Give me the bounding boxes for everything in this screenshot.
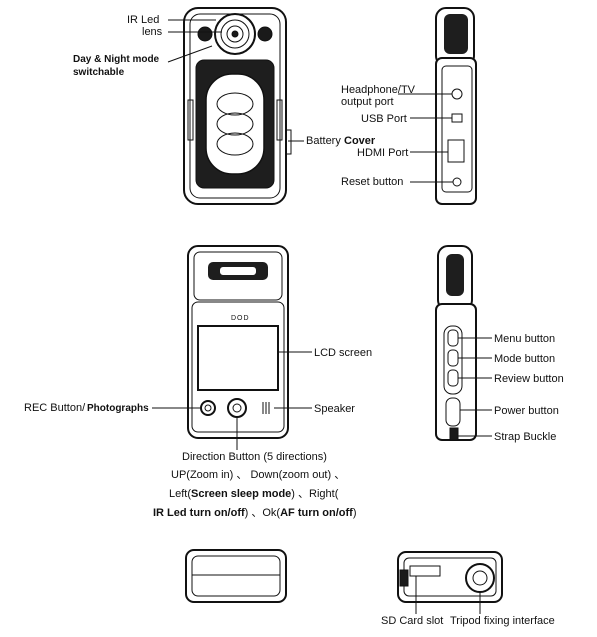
label-menu-button: Menu button xyxy=(494,333,556,345)
side-view-buttons xyxy=(435,245,477,441)
dir-ir-led-text: IR Led turn on/off xyxy=(153,507,245,519)
dir-ok-text: ) 、Ok( xyxy=(244,507,281,519)
dir-af-text: AF turn on/off xyxy=(280,507,353,519)
front-view xyxy=(183,7,292,205)
top-view xyxy=(397,551,503,603)
label-battery: Battery xyxy=(306,135,341,147)
label-speaker: Speaker xyxy=(314,403,355,415)
label-cover: Cover xyxy=(344,135,376,147)
dir-right-text: ) 、Right( xyxy=(291,488,339,500)
dir-close-text: ) xyxy=(352,507,357,519)
bottom-view xyxy=(185,549,287,603)
label-day-night-line1: Day & Night mode xyxy=(73,54,160,65)
label-tripod-interface: Tripod fixing interface xyxy=(450,615,555,627)
label-sd-card-slot: SD Card slot xyxy=(381,615,444,627)
lcd-brand-logo: DOD xyxy=(231,315,250,322)
side-view-ports xyxy=(435,7,477,205)
label-day-night-line2: switchable xyxy=(73,67,125,78)
label-review-button: Review button xyxy=(494,373,564,385)
label-headphone-line2: output port xyxy=(341,96,394,108)
label-power-button: Power button xyxy=(494,405,559,417)
back-view xyxy=(187,245,289,439)
label-usb-port: USB Port xyxy=(361,113,407,125)
label-photographs: Photographs xyxy=(87,403,149,414)
label-lcd-screen: LCD screen xyxy=(314,347,373,359)
label-lens: lens xyxy=(142,26,163,38)
label-direction-line2: Left(Screen sleep mode) 、Right( xyxy=(169,488,338,500)
label-direction-line3: IR Led turn on/off) 、Ok(AF turn on/off) xyxy=(153,507,356,519)
label-headphone-line1: Headphone/TV xyxy=(341,84,415,96)
dir-screen-sleep-text: Screen sleep mode xyxy=(191,488,292,500)
label-ir-led: IR Led xyxy=(127,14,160,26)
label-rec-button: REC Button/ xyxy=(24,402,86,414)
label-direction-line1: UP(Zoom in) 、 Down(zoom out) 、 xyxy=(171,469,346,481)
label-mode-button: Mode button xyxy=(494,353,556,365)
dir-left-text: Left( xyxy=(169,488,192,500)
label-direction-title: Direction Button (5 directions) xyxy=(182,451,327,463)
label-reset-button: Reset button xyxy=(341,176,404,188)
label-hdmi-port: HDMI Port xyxy=(357,147,409,159)
label-strap-buckle: Strap Buckle xyxy=(494,431,557,443)
